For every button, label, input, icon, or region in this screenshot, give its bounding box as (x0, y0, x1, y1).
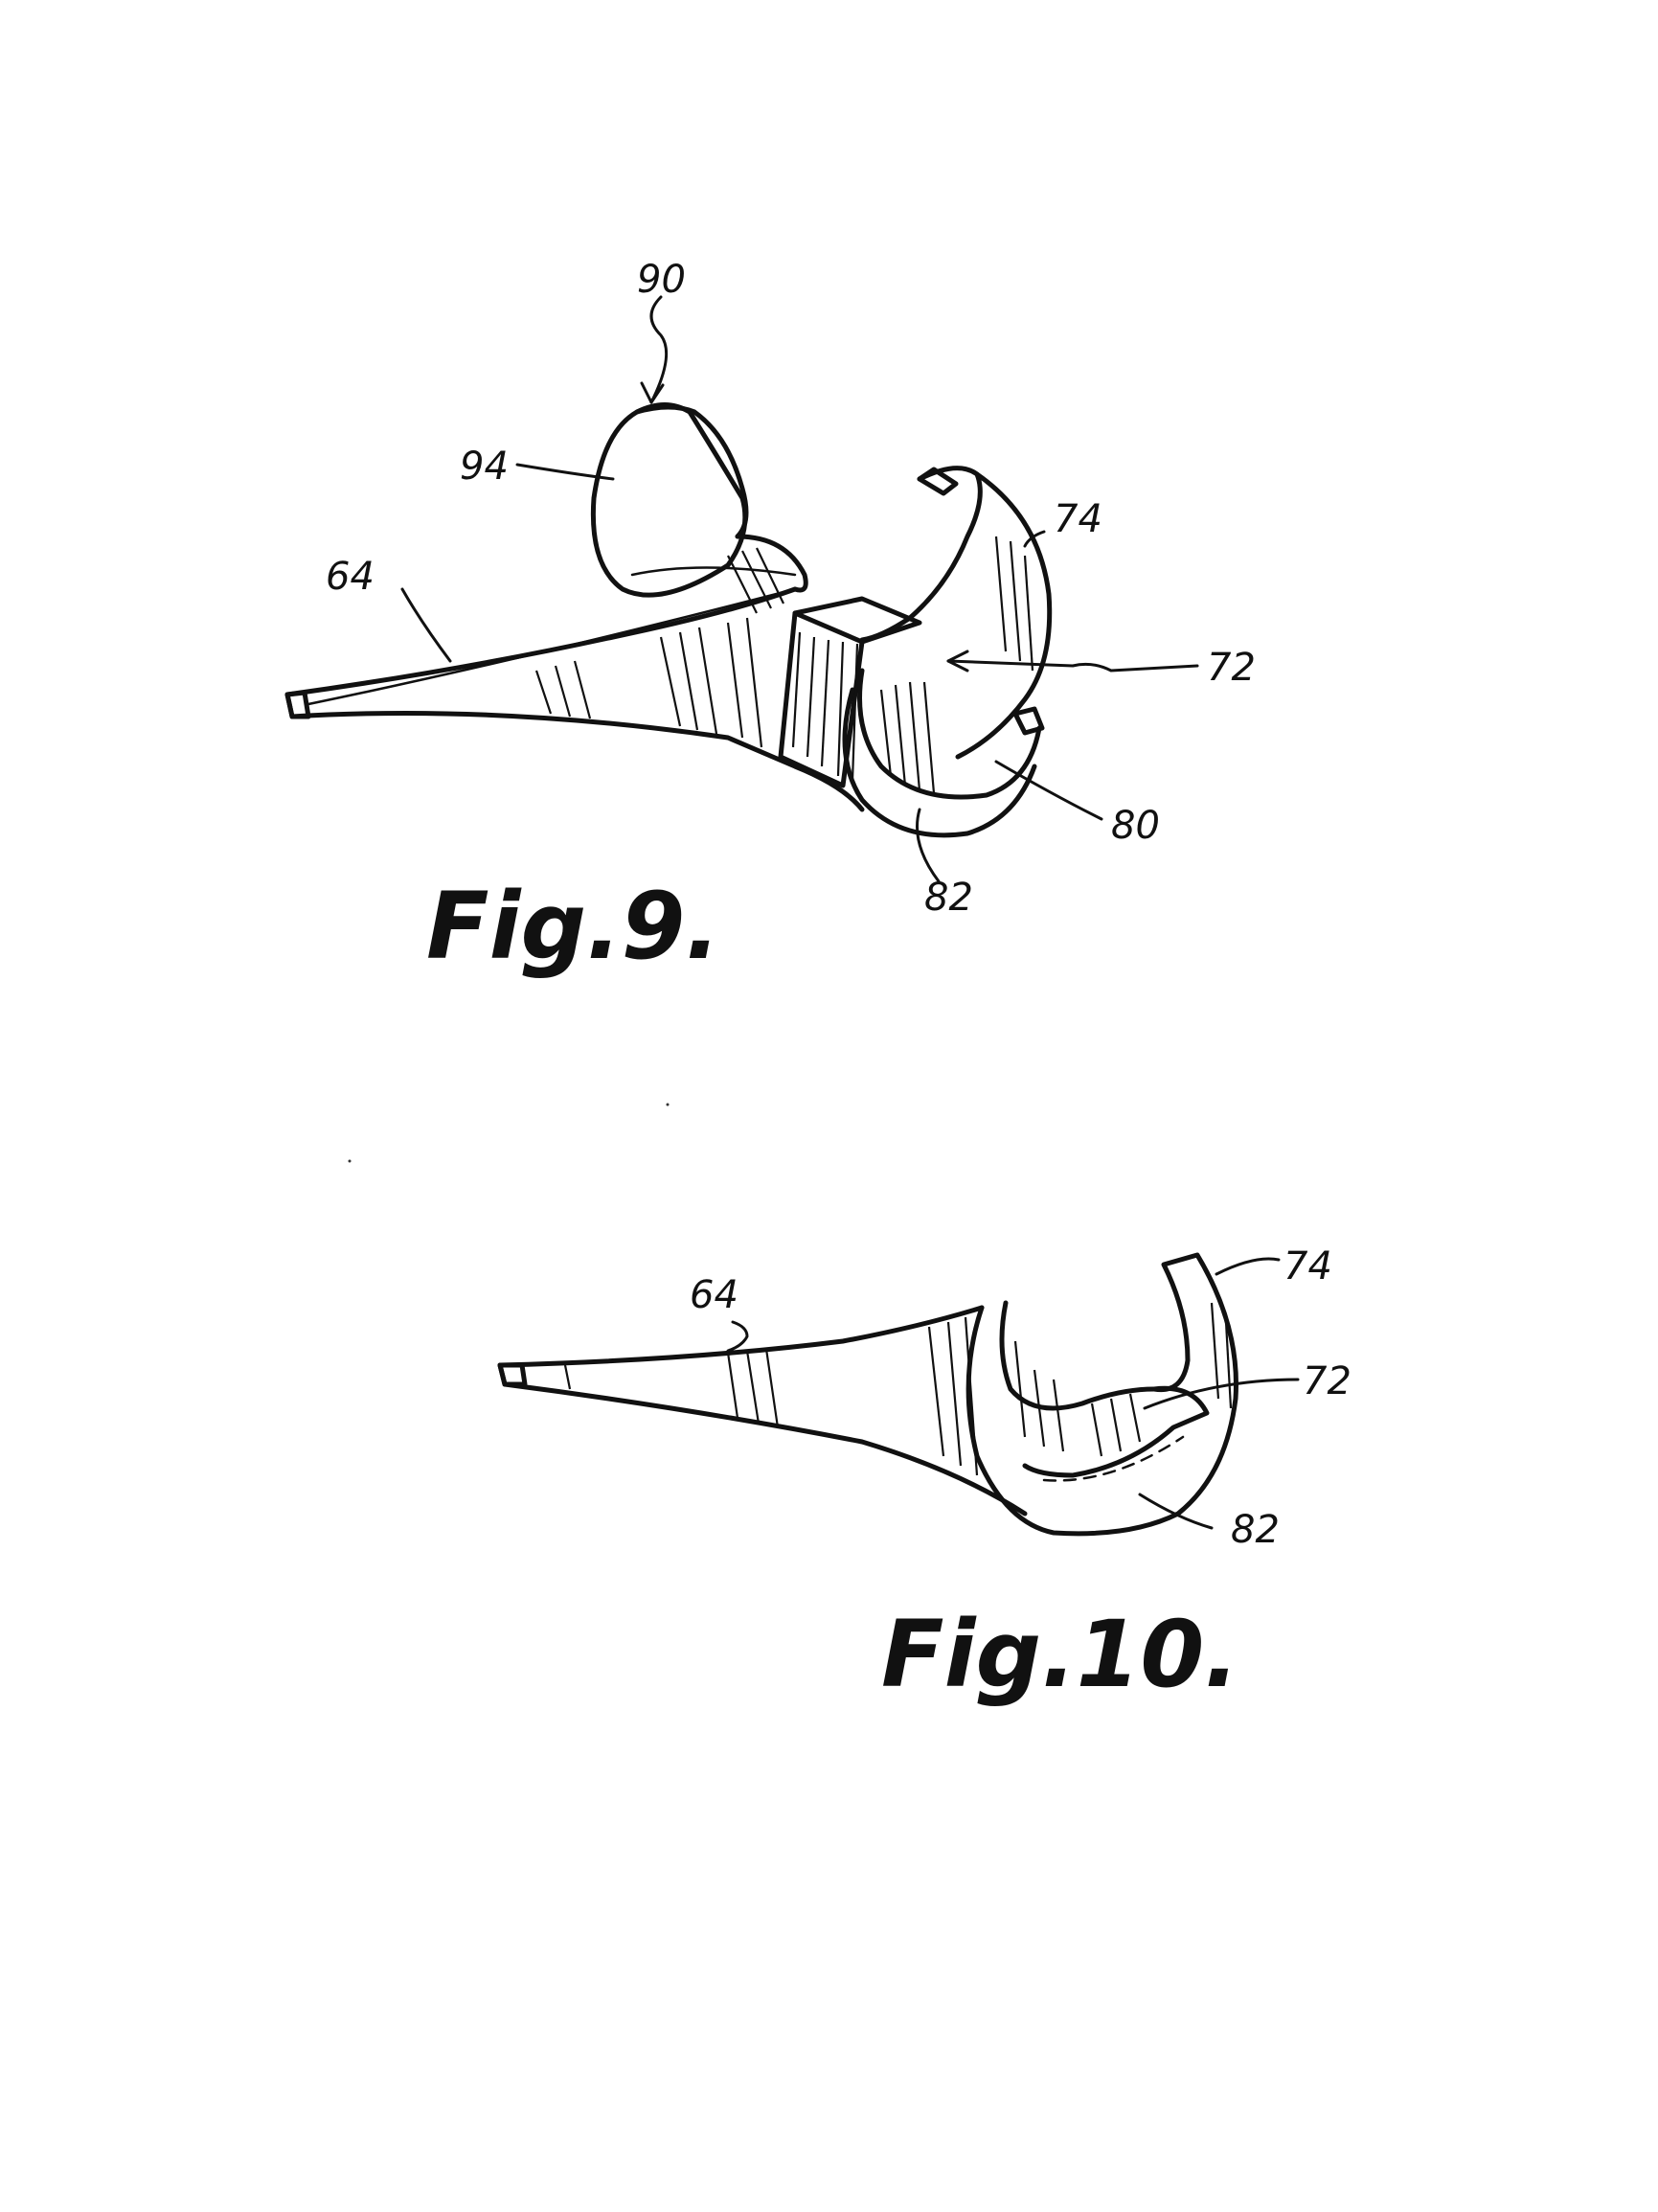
speck-1 (667, 1104, 670, 1106)
fig10-ref-72: 72 (1303, 1359, 1351, 1403)
fig9-ref-80: 80 (1111, 804, 1160, 848)
fig9-ref-74: 74 (1054, 497, 1102, 541)
fig10-cup-74 (968, 1255, 1236, 1534)
fig10-stem-64 (500, 1308, 1025, 1514)
figure-10: 64 74 72 82 Fig.10. (500, 1244, 1351, 1708)
fig10-ref-64: 64 (690, 1273, 738, 1317)
fig10-stem-hatching (565, 1317, 977, 1475)
fig9-stem-64 (287, 589, 862, 810)
speck-2 (349, 1160, 352, 1163)
fig10-ref-74: 74 (1283, 1244, 1332, 1288)
fig10-caption: Fig.10. (881, 1601, 1239, 1708)
fig9-cup-74 (845, 468, 1050, 835)
fig10-ref-82: 82 (1231, 1508, 1280, 1552)
figure-9: 90 94 64 74 72 80 82 Fig.9. (287, 258, 1256, 980)
fig10-cup-hatching (1015, 1303, 1231, 1456)
fig9-ref-72: 72 (1207, 646, 1256, 690)
fig9-ref-82: 82 (924, 876, 973, 920)
fig9-ref-90: 90 (637, 258, 686, 302)
fig9-disc-90 (593, 405, 806, 614)
fig9-ref-64: 64 (326, 555, 375, 599)
fig9-caption: Fig.9. (426, 873, 720, 980)
fig9-ref-94: 94 (460, 445, 509, 489)
